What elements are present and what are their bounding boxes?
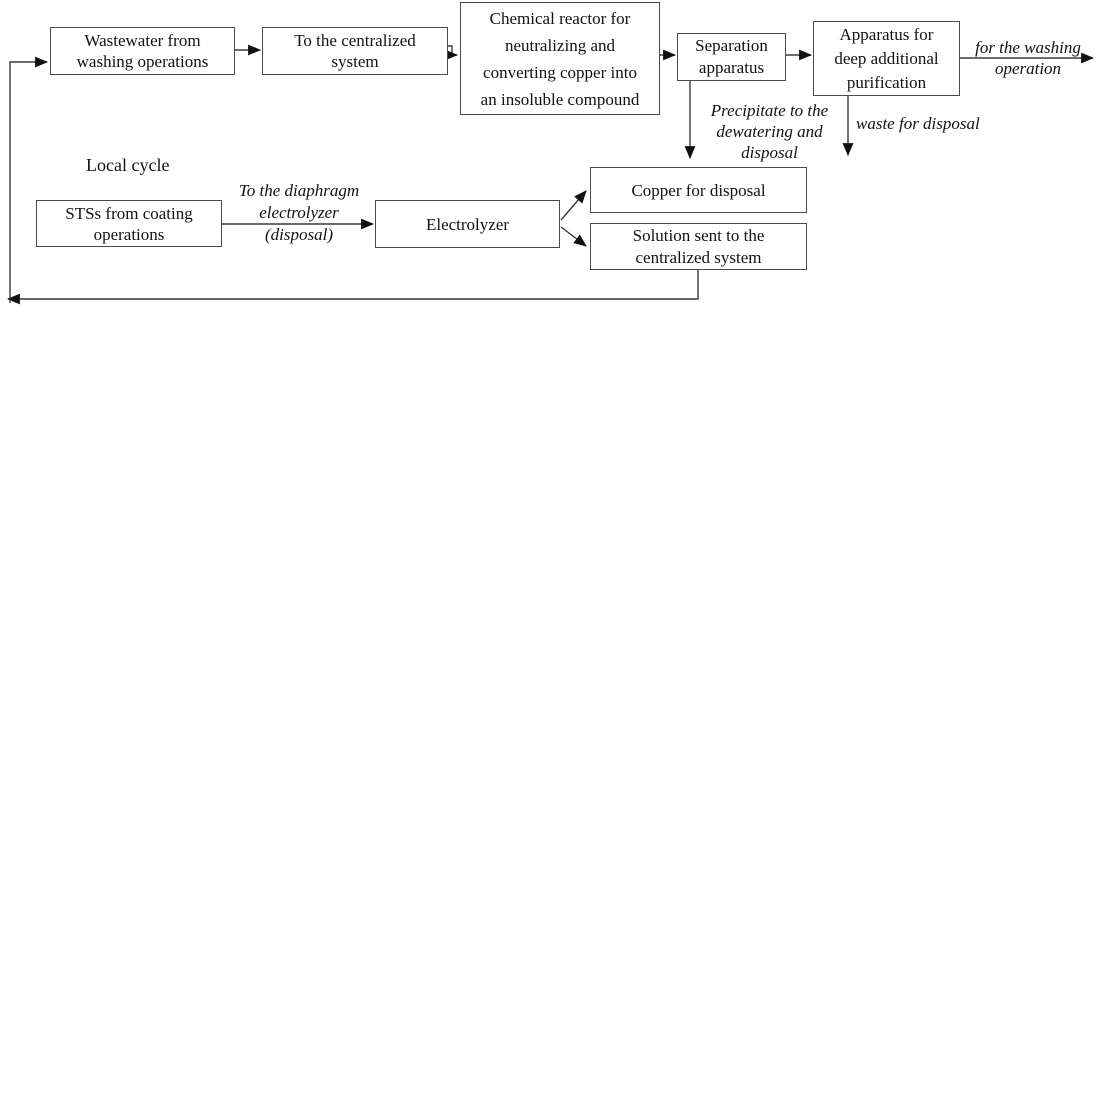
edge-solution-return-bottom <box>6 270 699 305</box>
node-electrolyzer: Electrolyzer <box>375 200 560 248</box>
label-diaphragm-electrolyzer: To the diaphragm electrolyzer (disposal) <box>238 181 360 244</box>
node-wastewater: Wastewater from washing operations <box>50 27 235 75</box>
label-waste-for-disposal: waste for disposal <box>856 114 980 133</box>
node-chemical-reactor: Chemical reactor for neutralizing and co… <box>460 2 660 115</box>
edge-electrolyzer-solution <box>560 226 587 247</box>
label-for-washing-operation: for the washing operation <box>975 38 1081 78</box>
edge-electrolyzer-copper <box>560 190 587 221</box>
node-solution-centralized: Solution sent to the centralized system <box>590 223 807 270</box>
node-copper-disposal: Copper for disposal <box>590 167 807 213</box>
node-centralized-system: To the centralized system <box>262 27 448 75</box>
label-precipitate-dewatering: Precipitate to the dewatering and dispos… <box>710 101 829 162</box>
label-local-cycle: Local cycle <box>86 155 170 175</box>
edge-return-up-to-wastewater <box>9 56 49 303</box>
node-stss: STSs from coating operations <box>36 200 222 247</box>
edge-centralized-reactor <box>445 45 459 61</box>
node-purification-apparatus: Apparatus for deep additional purificati… <box>813 21 960 96</box>
node-separation-apparatus: Separation apparatus <box>677 33 786 81</box>
